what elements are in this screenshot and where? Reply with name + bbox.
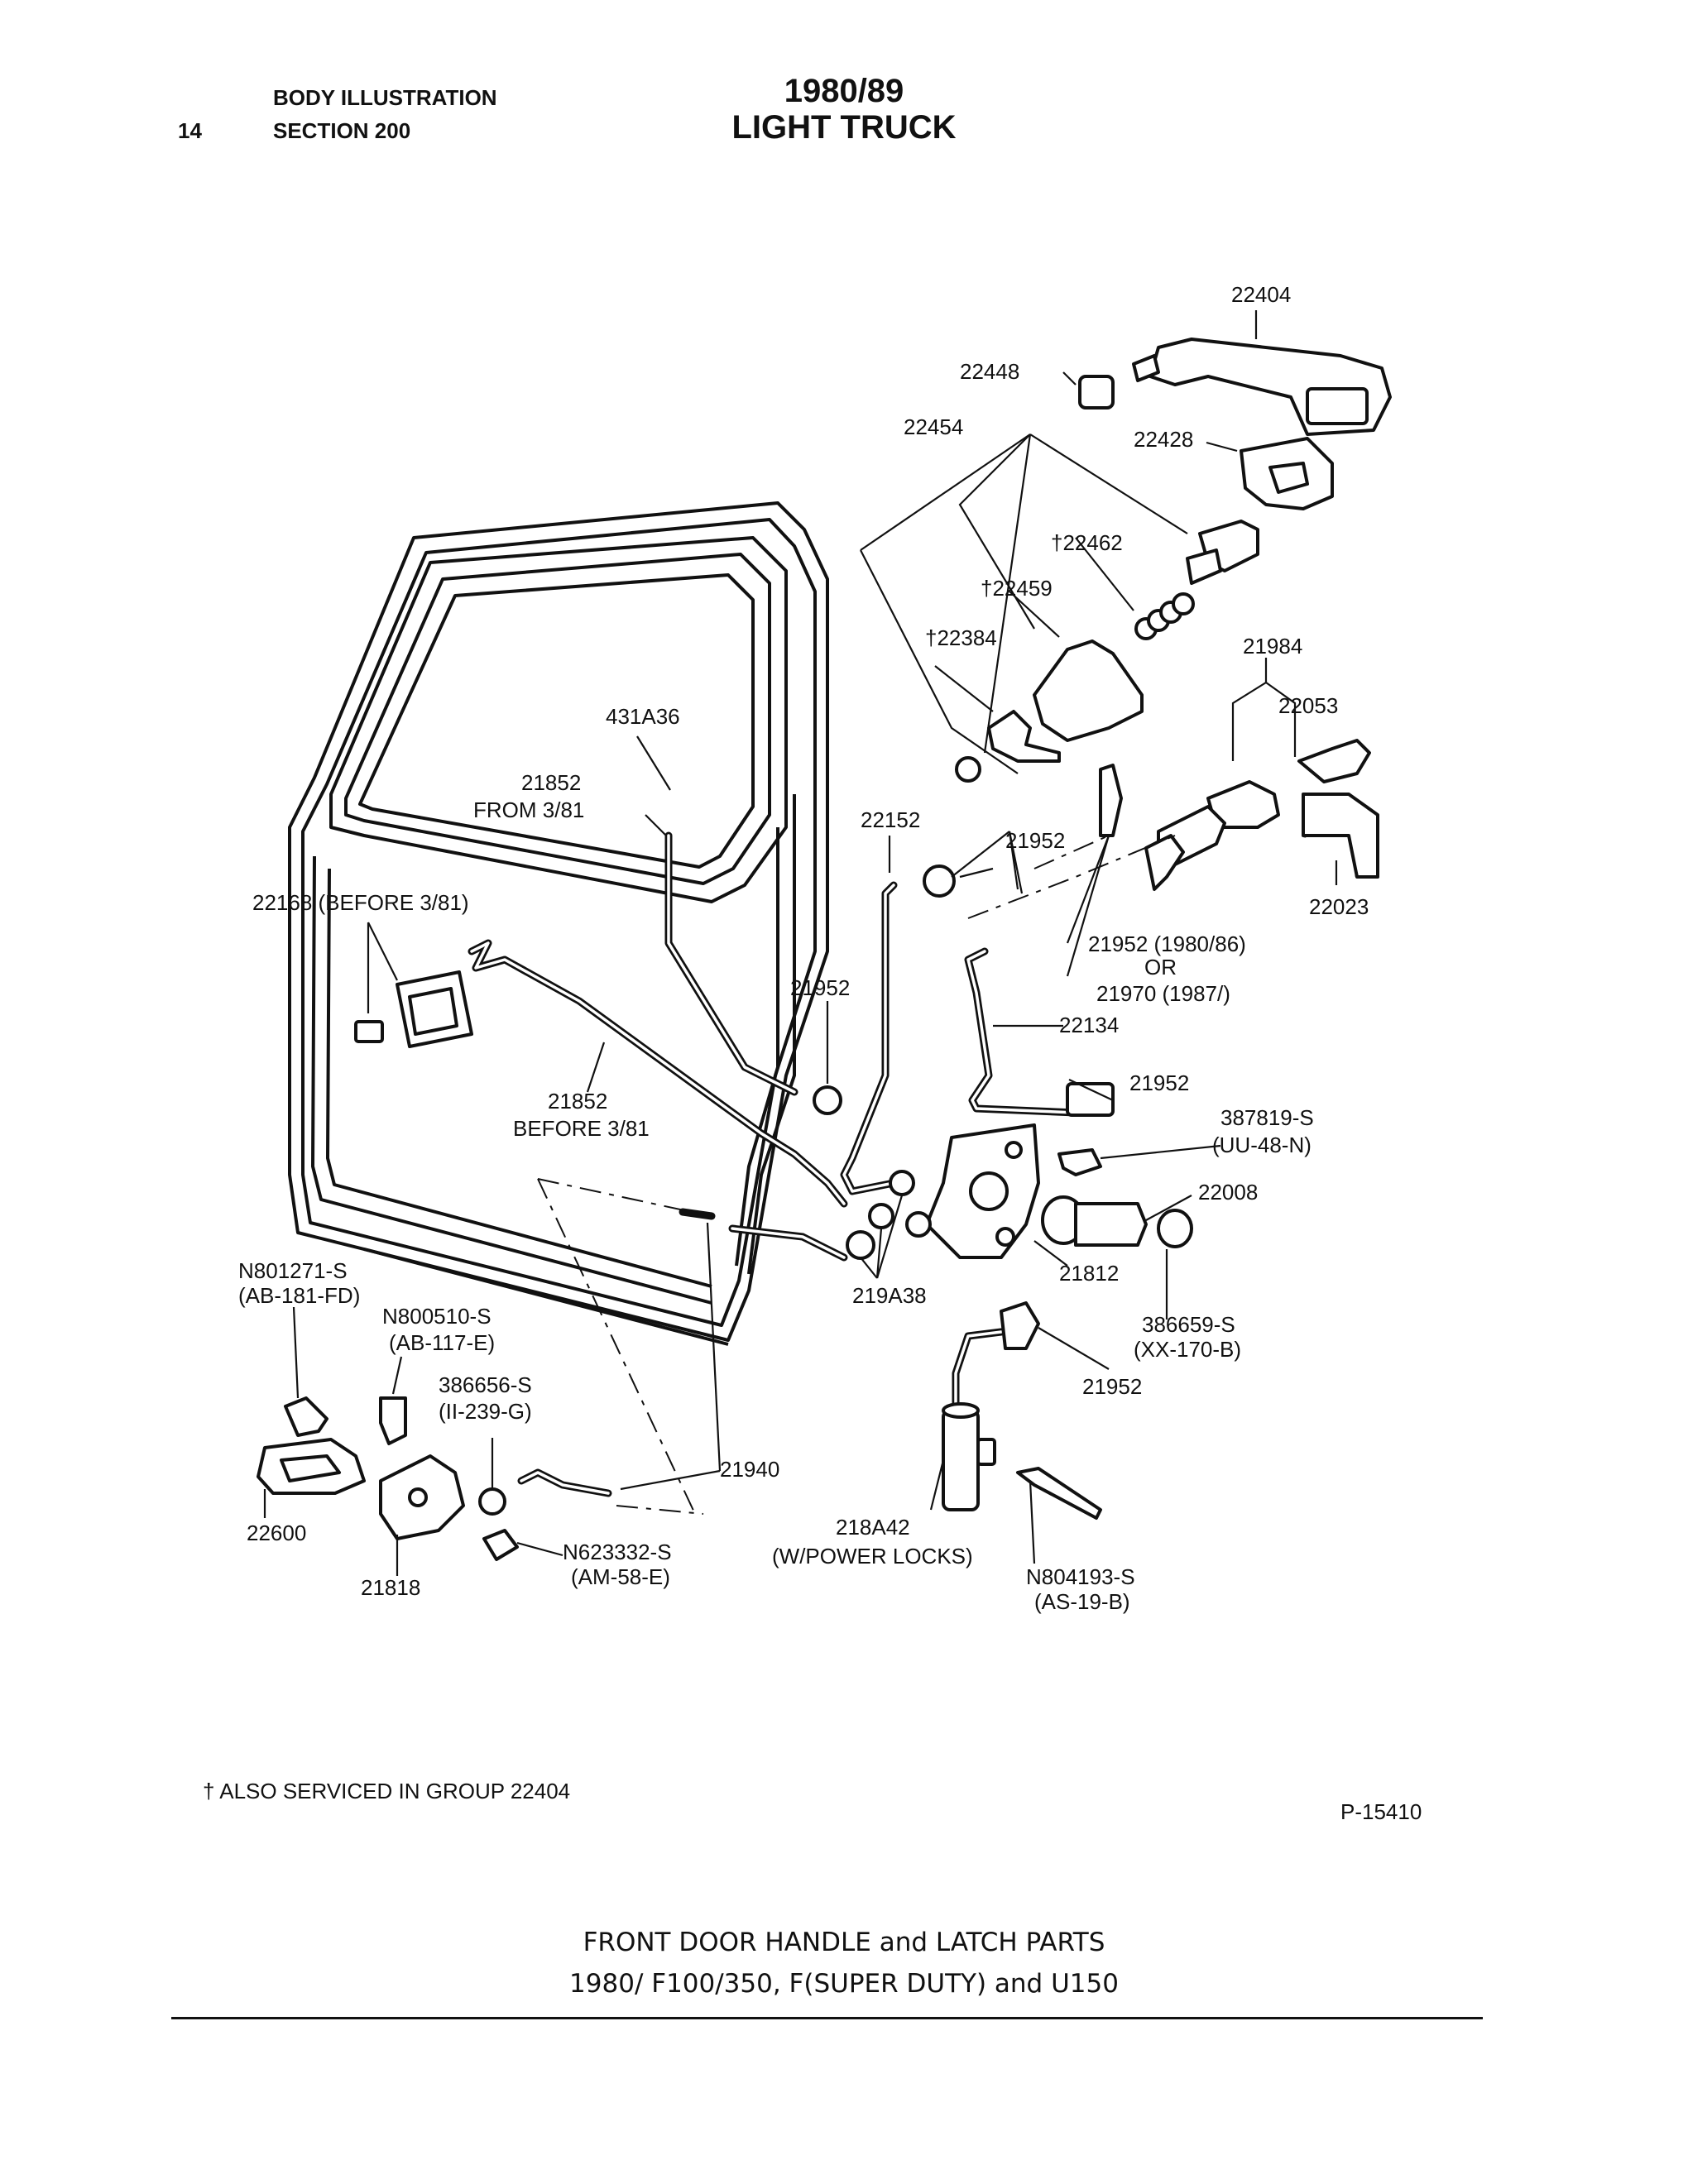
label-219A38: 219A38 [852, 1283, 927, 1308]
leader-lines [263, 310, 1338, 1576]
clip-N623332 [482, 1529, 519, 1561]
bushing-219A38-c [846, 1230, 875, 1260]
clip-21952-right [1066, 1082, 1115, 1117]
inner-handle-22168 [354, 970, 473, 1048]
label-N804193-code: (AS-19-B) [1034, 1589, 1130, 1614]
lock-lever [1144, 834, 1185, 891]
clip [955, 756, 981, 783]
clip-22952 [923, 864, 956, 898]
label-22428: 22428 [1134, 427, 1193, 452]
label-22454: 22454 [904, 414, 963, 439]
label-218A42-note: (W/POWER LOCKS) [772, 1544, 973, 1569]
push-button-22454 [1186, 520, 1259, 585]
part-labels: 22404 22448 22428 22454 †22462 †22459 †2… [238, 282, 1369, 1614]
label-387819: 387819-S [1220, 1105, 1314, 1130]
door-shell [288, 501, 829, 1346]
page-number: 14 [178, 118, 202, 143]
section-title: BODY ILLUSTRATION [273, 85, 497, 110]
section-number: SECTION 200 [273, 118, 411, 143]
spring-22462 [1134, 592, 1195, 640]
caption-title: FRONT DOOR HANDLE and LATCH PARTS [583, 1928, 1105, 1957]
label-N800510: N800510-S [382, 1304, 492, 1329]
bushing-219A38-b [868, 1203, 894, 1229]
connector-21952-low [1000, 1301, 1040, 1350]
actuator-218A42 [942, 1402, 996, 1511]
label-N623332: N623332-S [563, 1540, 672, 1564]
label-21852-a: 21852 [521, 770, 581, 795]
latch-21812 [925, 1123, 1040, 1259]
label-22459: †22459 [981, 576, 1053, 601]
label-N623332-code: (AM-58-E) [571, 1564, 670, 1589]
label-22134: 22134 [1059, 1013, 1119, 1037]
label-21852-b: 21852 [548, 1089, 607, 1114]
bushing-219A38-d [905, 1211, 932, 1238]
plate-number: P-15410 [1340, 1799, 1422, 1824]
label-N801271-code: (AB-181-FD) [238, 1283, 360, 1308]
label-21984: 21984 [1243, 634, 1302, 659]
label-N804193: N804193-S [1026, 1564, 1135, 1589]
vehicle-type: LIGHT TRUCK [731, 109, 957, 146]
bushing-21952-a [813, 1085, 842, 1115]
label-21940: 21940 [720, 1457, 779, 1482]
label-22404: 22404 [1231, 282, 1291, 307]
lock-control-21818 [379, 1454, 465, 1540]
screw-N804193 [1016, 1467, 1102, 1520]
label-22152: 22152 [861, 807, 920, 832]
label-21852-a-note: FROM 3/81 [473, 797, 584, 822]
bushing-219A38-a [889, 1170, 915, 1196]
washer-386659 [1157, 1209, 1193, 1248]
label-N800510-code: (AB-117-E) [389, 1330, 495, 1355]
label-21952-mid: 21952 [790, 975, 850, 1000]
footnote: † ALSO SERVICED IN GROUP 22404 [203, 1779, 571, 1803]
label-22168: 22168 (BEFORE 3/81) [252, 890, 469, 915]
lever-22384 [987, 710, 1061, 763]
pad-22448 [1078, 375, 1115, 410]
clip-21952-upper [1099, 764, 1123, 837]
striker-22008 [1041, 1195, 1148, 1247]
label-386656-code: (II-239-G) [439, 1399, 532, 1424]
handle-22600 [257, 1438, 366, 1495]
screw-N800510 [379, 1396, 407, 1445]
actuating-rods [468, 831, 1080, 1497]
caption-models: 1980/ F100/350, F(SUPER DUTY) and U150 [569, 1969, 1119, 1999]
label-22462: †22462 [1051, 530, 1123, 555]
label-21952-right: 21952 [1129, 1070, 1189, 1095]
screw-N801271 [284, 1396, 328, 1437]
exterior-handle-22404 [1132, 338, 1392, 436]
label-21970: 21970 (1987/) [1096, 981, 1230, 1006]
label-21952-1980-86: 21952 (1980/86) [1088, 932, 1246, 956]
key-22053 [1297, 739, 1371, 783]
pad-22428 [1240, 437, 1334, 510]
bottom-rule [171, 2017, 1483, 2019]
label-21852-b-note: BEFORE 3/81 [513, 1116, 650, 1141]
label-218A42: 218A42 [836, 1515, 910, 1540]
label-22053: 22053 [1278, 693, 1338, 718]
lever-22459 [1033, 639, 1144, 742]
label-22448: 22448 [960, 359, 1019, 384]
label-387819-code: (UU-48-N) [1212, 1133, 1312, 1157]
label-21952-top: 21952 [1005, 828, 1065, 853]
clip-386656 [478, 1487, 506, 1516]
label-N801271: N801271-S [238, 1258, 348, 1283]
label-21818: 21818 [361, 1575, 420, 1600]
label-386656: 386656-S [439, 1372, 532, 1397]
label-21812: 21812 [1059, 1261, 1119, 1286]
label-or: OR [1144, 955, 1177, 979]
label-431A36: 431A36 [606, 704, 680, 729]
label-22023: 22023 [1309, 894, 1369, 919]
model-years: 1980/89 [784, 73, 904, 109]
label-386659-code: (XX-170-B) [1134, 1337, 1241, 1362]
label-21952-low: 21952 [1082, 1374, 1142, 1399]
label-22008: 22008 [1198, 1180, 1258, 1205]
bolt-387819 [1057, 1148, 1102, 1176]
label-22384: †22384 [925, 625, 997, 650]
label-386659: 386659-S [1142, 1312, 1235, 1337]
retainer-22023 [1302, 793, 1379, 879]
label-22600: 22600 [247, 1521, 306, 1545]
